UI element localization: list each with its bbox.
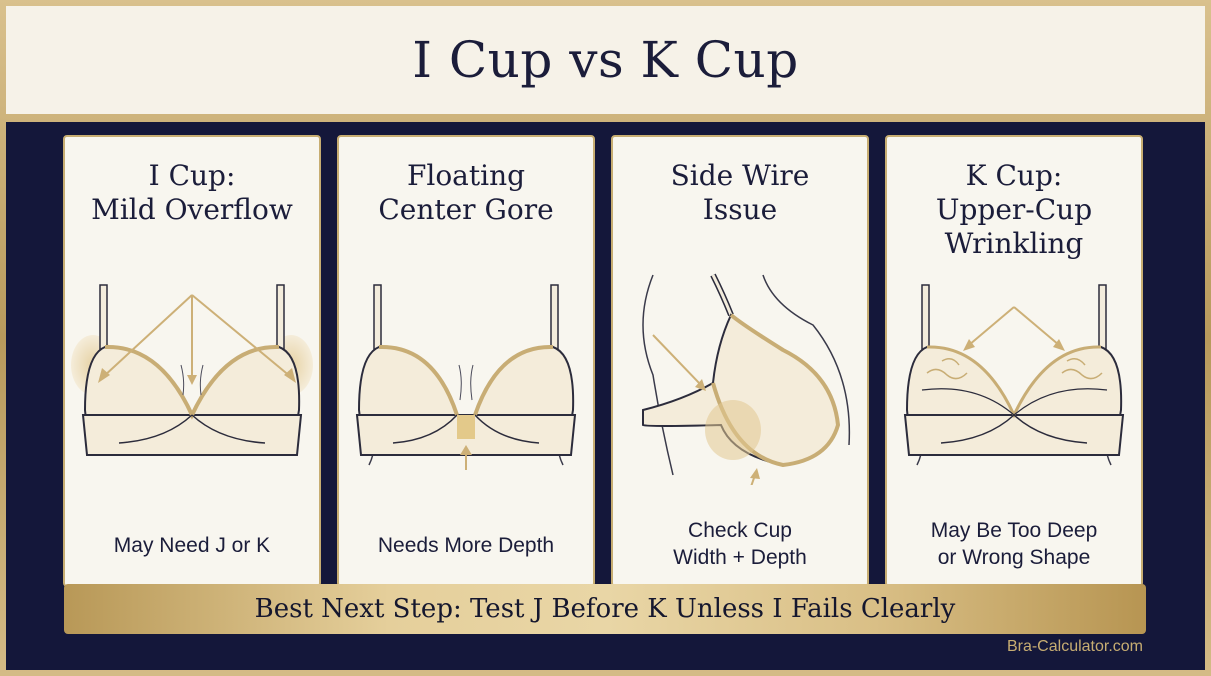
card-caption-line: Needs More Depth: [377, 534, 555, 557]
card-title: Floating Center Gore: [339, 159, 593, 227]
page-title: I Cup vs K Cup: [412, 31, 799, 89]
next-step-banner: Best Next Step: Test J Before K Unless I…: [64, 584, 1146, 634]
card-title-line: Upper-Cup: [935, 193, 1093, 226]
card-caption: May Be Too Deep or Wrong Shape: [887, 517, 1141, 571]
bra-overflow-illustration: [71, 284, 313, 456]
card-caption-line: Check Cup: [688, 519, 792, 542]
bra-side-view-illustration: [642, 273, 851, 485]
card-caption-line: Width + Depth: [673, 546, 807, 569]
header: I Cup vs K Cup: [6, 6, 1205, 114]
card-caption: May Need J or K: [65, 532, 319, 559]
card-title-line: Floating: [406, 159, 526, 192]
card-title-line: Center Gore: [378, 193, 554, 226]
card-k-cup-wrinkling: K Cup: Upper-Cup Wrinkling: [885, 135, 1143, 587]
card-floating-gore: Floating Center Gore Needs More Depth: [337, 135, 595, 587]
card-title-line: Mild Overflow: [91, 193, 293, 226]
bra-wrinkle-illustration: [903, 284, 1125, 466]
card-i-cup-overflow: I Cup: Mild Overflow: [63, 135, 321, 587]
banner-text: Best Next Step: Test J Before K Unless I…: [254, 594, 956, 624]
card-title-line: K Cup:: [965, 159, 1063, 192]
card-title-line: I Cup:: [148, 159, 236, 192]
site-watermark: Bra-Calculator.com: [1006, 638, 1143, 655]
card-caption: Needs More Depth: [339, 532, 593, 559]
card-title: Side Wire Issue: [613, 159, 867, 227]
card-title: K Cup: Upper-Cup Wrinkling: [887, 159, 1141, 261]
card-caption-line: May Be Too Deep: [930, 519, 1098, 542]
card-title-line: Wrinkling: [944, 227, 1084, 260]
bra-gore-illustration: [355, 284, 577, 470]
card-caption: Check Cup Width + Depth: [613, 517, 867, 571]
card-title-line: Issue: [702, 193, 778, 226]
card-caption-line: or Wrong Shape: [937, 546, 1091, 569]
panel-area: I Cup: Mild Overflow: [6, 122, 1205, 670]
card-title: I Cup: Mild Overflow: [65, 159, 319, 227]
card-title-line: Side Wire: [670, 159, 810, 192]
card-caption-line: May Need J or K: [113, 534, 271, 557]
card-side-wire: Side Wire Issue Check Cup Width + Depth: [611, 135, 869, 587]
